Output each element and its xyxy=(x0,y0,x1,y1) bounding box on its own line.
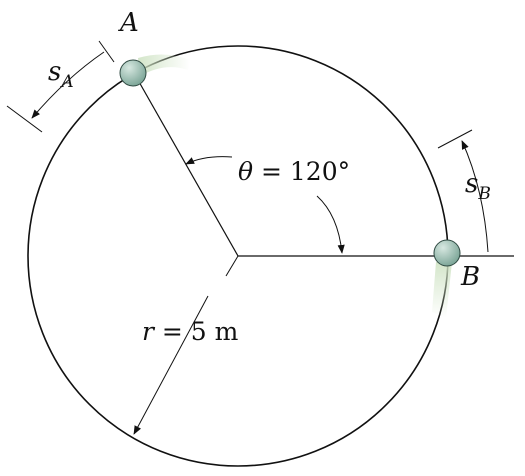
motion-trail-b xyxy=(432,262,452,318)
s-a-arrow xyxy=(31,51,105,119)
s-b-arrow xyxy=(461,140,489,253)
motion-trail-a xyxy=(138,54,190,76)
theta-arrow-lower xyxy=(316,195,345,254)
particle-a xyxy=(119,59,147,87)
radius-arrow xyxy=(133,295,209,435)
radius-arrow-inner-segment xyxy=(225,255,239,277)
label-point-a: A xyxy=(118,8,139,38)
particle-b xyxy=(433,239,461,267)
s-a-tick-start xyxy=(98,40,115,63)
radius-line-a xyxy=(133,72,239,257)
label-point-b: B xyxy=(460,262,480,292)
s-a-tick-end xyxy=(6,105,43,133)
theta-arrow-upper xyxy=(185,156,233,165)
label-arc-a: sA xyxy=(48,57,74,92)
s-b-tick-end xyxy=(437,129,473,149)
label-angle: θ = 120° xyxy=(238,157,350,186)
label-arc-b: sB xyxy=(465,169,491,204)
label-radius: r = 5 m xyxy=(142,317,239,346)
